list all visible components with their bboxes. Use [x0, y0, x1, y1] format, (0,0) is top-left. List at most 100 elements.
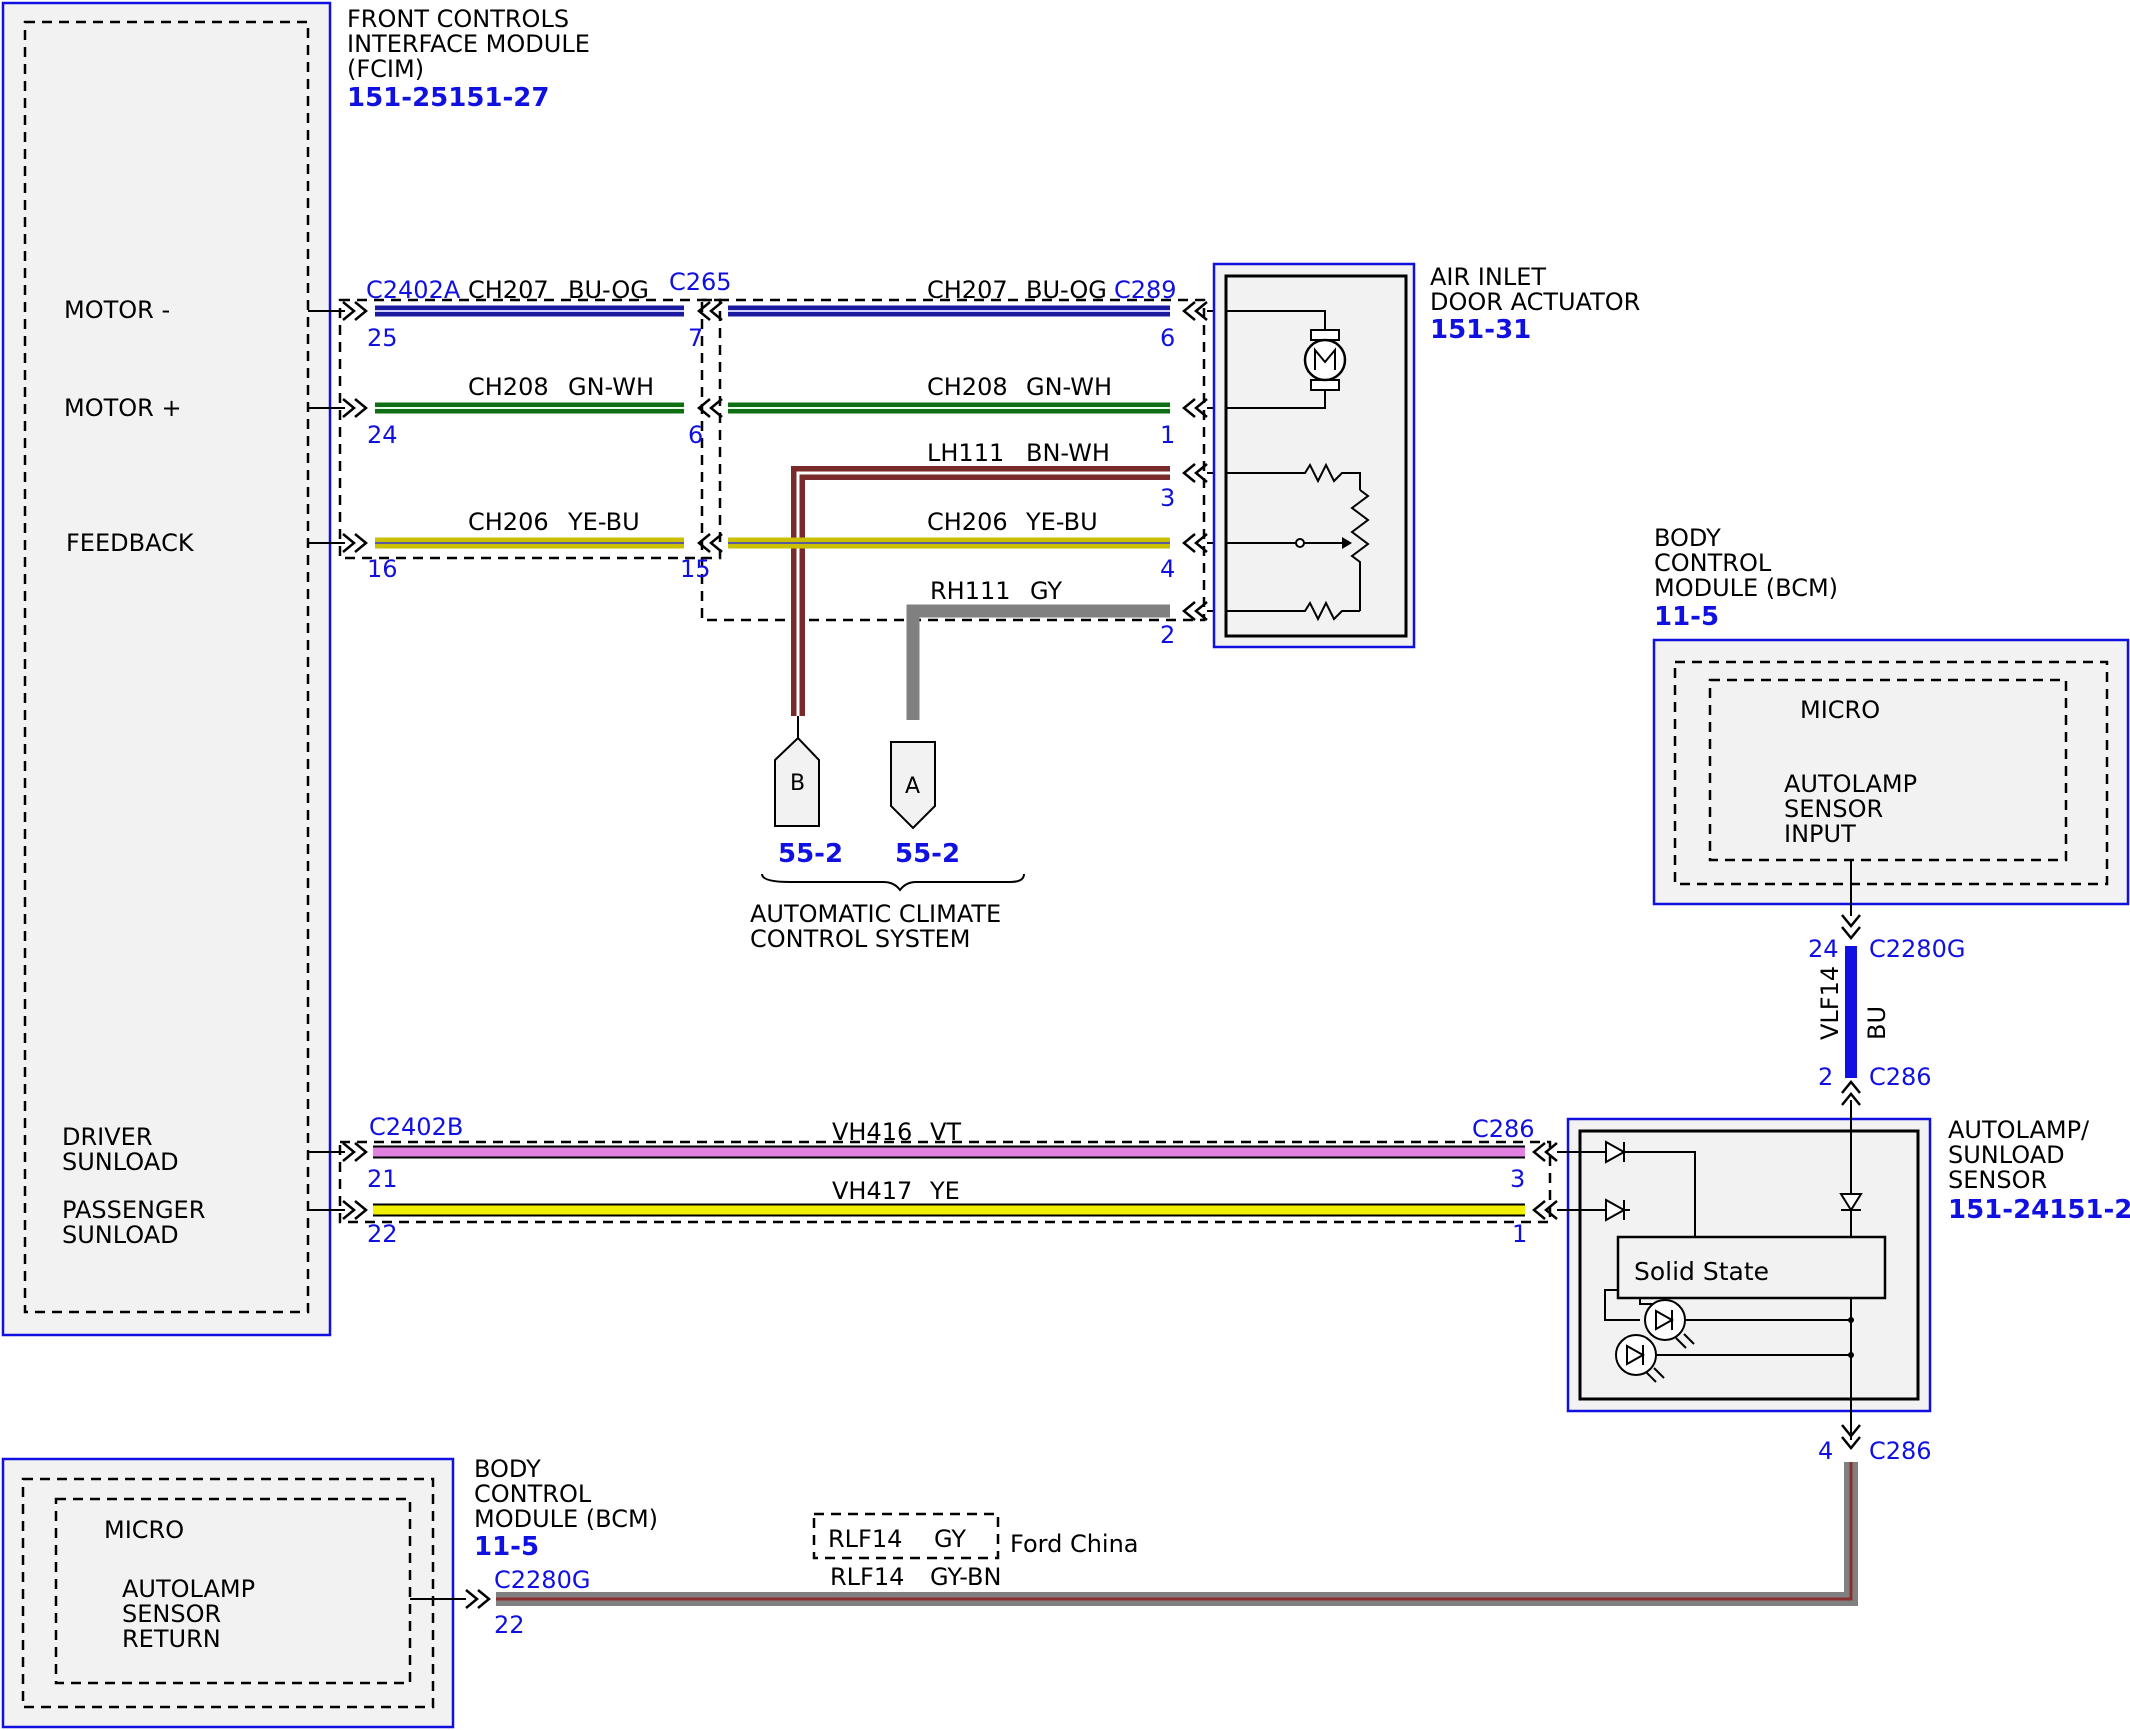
wire-rlf14-color: GY-BN	[930, 1563, 1001, 1591]
wire-ch206-circuit-a: CH206	[468, 508, 549, 536]
wire-rlf14-circuit: RLF14	[830, 1563, 904, 1591]
pin-label-passenger-sunload: SUNLOAD	[62, 1221, 179, 1249]
air-inlet-ref[interactable]: 151-31	[1430, 315, 1531, 345]
bcm-top-input-1: AUTOLAMP	[1784, 770, 1917, 798]
connector-c286-c: C286	[1869, 1437, 1932, 1465]
ford-china-option-box	[812, 1512, 1000, 1560]
wire-lh111-circuit: LH111	[927, 439, 1004, 467]
bcm-bottom-ref[interactable]: 11-5	[474, 1532, 539, 1562]
wire-rlf14-china-color: GY	[934, 1525, 966, 1553]
diode-icon	[1605, 1198, 1627, 1222]
bcm-top-ref[interactable]: 11-5	[1654, 602, 1719, 632]
pin-num-7: 7	[688, 324, 703, 352]
wire-rh111-circuit: RH111	[930, 577, 1011, 605]
reference-tag-a[interactable]: A	[890, 741, 936, 830]
wire-ch208-circuit-b: CH208	[927, 373, 1008, 401]
connector-c289: C289	[1114, 276, 1177, 304]
sensor-title-2: SUNLOAD	[1948, 1141, 2065, 1169]
sensor-ref[interactable]: 151-24151-26	[1948, 1195, 2130, 1225]
wire-ch208-circuit-a: CH208	[468, 373, 549, 401]
connector-c286-b: C286	[1869, 1063, 1932, 1091]
wire-lh111-color: BN-WH	[1026, 439, 1110, 467]
pin-num-6b: 6	[688, 421, 703, 449]
wire-rlf14-china-circuit: RLF14	[828, 1525, 902, 1553]
pin-num-6a: 6	[1160, 324, 1175, 352]
wire-ch206-circuit-b: CH206	[927, 508, 1008, 536]
reference-b-ref[interactable]: 55-2	[778, 839, 843, 869]
diode-icon	[1605, 1140, 1627, 1164]
bcm-top-micro: MICRO	[1800, 696, 1880, 724]
bcm-bottom-micro: MICRO	[104, 1516, 184, 1544]
pin-num-25: 25	[367, 324, 398, 352]
connector-c2280g-b: C2280G	[494, 1566, 590, 1594]
bcm-bottom-title-2: CONTROL	[474, 1480, 592, 1508]
connector-c265: C265	[669, 268, 732, 296]
connector-c286-a: C286	[1472, 1115, 1535, 1143]
potentiometer-wiper-icon	[1342, 537, 1352, 549]
wire-ch206-color-b: YE-BU	[1025, 508, 1098, 536]
pin-num-16: 16	[367, 555, 398, 583]
wire-ch206-color-a: YE-BU	[567, 508, 640, 536]
wire-rh111[interactable]	[906, 604, 1170, 720]
pin-label-driver: DRIVER	[62, 1123, 153, 1151]
ford-china-note: Ford China	[1010, 1530, 1139, 1558]
wire-rlf14[interactable]	[496, 1462, 1858, 1606]
reference-tag-b[interactable]: B	[774, 716, 820, 827]
reference-tag-a-letter: A	[905, 774, 920, 799]
pin-num-24: 24	[367, 421, 398, 449]
pin-num-3a: 3	[1160, 484, 1175, 512]
bcm-bottom-title-3: MODULE (BCM)	[474, 1505, 658, 1533]
pin-num-3b: 3	[1510, 1165, 1525, 1193]
pin-num-15: 15	[680, 555, 711, 583]
pin-num-4a: 4	[1160, 555, 1175, 583]
bcm-top-title-1: BODY	[1654, 524, 1721, 552]
connector-c2280g-a: C2280G	[1869, 935, 1965, 963]
wire-vlf14-color: BU	[1863, 1006, 1891, 1040]
system-brace	[761, 873, 1025, 892]
fcim-ref[interactable]: 151-25151-27	[347, 83, 550, 113]
wire-vh417-circuit: VH417	[832, 1177, 912, 1205]
fcim-module: FRONT CONTROLS INTERFACE MODULE (FCIM) 1…	[1, 1, 590, 1337]
photodiode-icon	[1615, 1334, 1665, 1383]
wire-ch207-color-a: BU-OG	[568, 276, 649, 304]
bcm-bottom-title-1: BODY	[474, 1455, 541, 1483]
connector-group-c289	[700, 298, 1206, 622]
wire-ch207-circuit-a: CH207	[468, 276, 549, 304]
fcim-title-2: INTERFACE MODULE	[347, 30, 590, 58]
connector-group-c2402a	[338, 298, 722, 560]
pin-num-2b: 2	[1818, 1063, 1833, 1091]
pin-num-1a: 1	[1160, 421, 1175, 449]
bcm-top-input-2: SENSOR	[1784, 795, 1883, 823]
air-inlet-title-1: AIR INLET	[1430, 263, 1546, 291]
bcm-top-input-3: INPUT	[1784, 820, 1856, 848]
diode-icon	[1839, 1193, 1863, 1212]
sensor-module: AUTOLAMP/ SUNLOAD SENSOR 151-24151-26 So…	[1557, 1100, 2130, 1440]
pin-label-motor-plus: MOTOR +	[64, 394, 182, 422]
pin-label-motor-minus: MOTOR -	[64, 296, 170, 324]
wire-vh417-color: YE	[929, 1177, 960, 1205]
wire-ch208-color-b: GN-WH	[1026, 373, 1112, 401]
sensor-title-1: AUTOLAMP/	[1948, 1116, 2090, 1144]
reference-a-ref[interactable]: 55-2	[895, 839, 960, 869]
wire-lh111[interactable]	[791, 466, 1170, 716]
solid-state-block	[1616, 1235, 1887, 1300]
bcm-bottom-module: MICRO AUTOLAMP SENSOR RETURN BODY CONTRO…	[1, 1455, 658, 1729]
connector-c2402b: C2402B	[369, 1113, 463, 1141]
connector-c2402a: C2402A	[366, 276, 461, 304]
wire-vh416-circuit: VH416	[832, 1118, 912, 1146]
bcm-bottom-return-3: RETURN	[122, 1625, 221, 1653]
pin-num-2a: 2	[1160, 621, 1175, 649]
bcm-bottom-return-1: AUTOLAMP	[122, 1575, 255, 1603]
wire-ch207-color-b: BU-OG	[1026, 276, 1107, 304]
wire-rh111-color: GY	[1030, 577, 1062, 605]
wire-vh416-color: VT	[930, 1118, 961, 1146]
pin-label-feedback: FEEDBACK	[66, 529, 195, 557]
wire-ch207-circuit-b: CH207	[927, 276, 1008, 304]
connector-group-c2402b	[338, 1140, 1552, 1224]
solid-state-label: Solid State	[1634, 1257, 1769, 1286]
connector-pins	[342, 301, 1861, 1609]
fcim-title-1: FRONT CONTROLS	[347, 5, 569, 33]
motor-icon	[1303, 338, 1347, 382]
bcm-bottom-return-2: SENSOR	[122, 1600, 221, 1628]
